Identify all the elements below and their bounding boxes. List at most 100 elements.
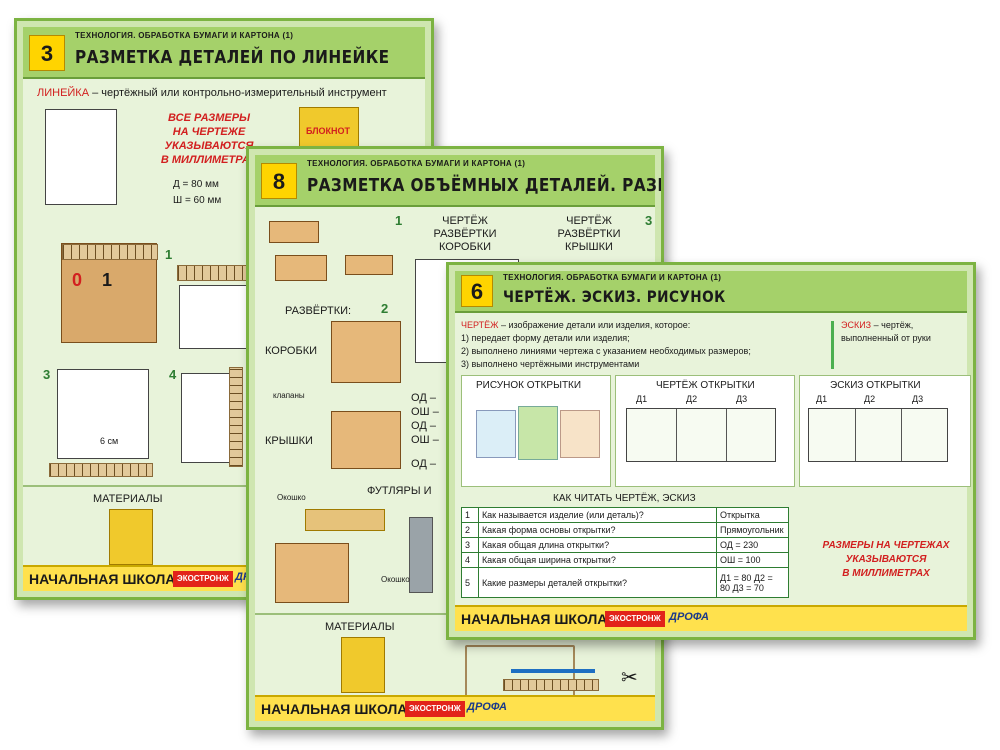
step-number: 2: [381, 301, 389, 316]
dimension-item: ОШ –: [411, 406, 439, 418]
dimension-item: ОД –: [411, 420, 436, 432]
folds-label: клапаны: [273, 391, 305, 400]
subject-mark: (1): [710, 273, 722, 282]
rule-line: УКАЗЫВАЮТСЯ: [164, 140, 254, 152]
dimension-width: Ш = 60 мм: [173, 195, 222, 206]
case-unfolding: [275, 543, 349, 603]
poster-subject: ТЕХНОЛОГИЯ. ОБРАБОТКА БУМАГИ И КАРТОНА (…: [503, 273, 721, 282]
rule-line: ВСЕ РАЗМЕРЫ: [167, 112, 251, 124]
table-row: 4 Какая общая ширина открытки? ОШ = 100: [461, 552, 789, 568]
heading-line: РАЗВЁРТКИ: [557, 228, 621, 240]
step-number: 1: [165, 247, 173, 262]
table-row: 3 Какая общая длина открытки? ОД = 230: [461, 537, 789, 553]
materials-label: МАТЕРИАЛЫ: [93, 493, 163, 505]
package-illustration: [409, 517, 433, 593]
poster-3-header: 3 ТЕХНОЛОГИЯ. ОБРАБОТКА БУМАГИ И КАРТОНА…: [23, 27, 425, 79]
poster-number: 6: [461, 275, 493, 307]
definition-item: 2) выполнено линиями чертежа с указанием…: [461, 346, 751, 356]
divider: [23, 485, 425, 487]
poster-title: ЧЕРТЁЖ. ЭСКИЗ. РИСУНОК: [503, 287, 726, 306]
lid-illustration: [345, 255, 393, 275]
materials-label: МАТЕРИАЛЫ: [325, 621, 395, 633]
poster-subject: ТЕХНОЛОГИЯ. ОБРАБОТКА БУМАГИ И КАРТОНА (…: [307, 159, 525, 168]
ruler-digit-zero: 0: [72, 270, 83, 290]
divider: [831, 321, 834, 369]
bear-card-illustration: [518, 406, 558, 460]
definition-line: ЧЕРТЁЖ – изображение детали или изделия,…: [461, 319, 751, 332]
row-number: 1: [461, 507, 479, 523]
rule-line: В МИЛЛИМЕТРАХ: [842, 568, 930, 579]
row-question: Какая форма основы открытки?: [477, 522, 718, 538]
table-row: 2 Какая форма основы открытки? Прямоугол…: [461, 522, 789, 538]
squirrel-card-illustration: [560, 410, 600, 458]
panel-title: ЭСКИЗ ОТКРЫТКИ: [830, 380, 921, 391]
ruler-vertical: [229, 367, 243, 467]
cases-label: ФУТЛЯРЫ И: [367, 485, 432, 497]
row-question: Какая общая длина открытки?: [477, 537, 718, 553]
window-label: Окошко: [277, 493, 306, 502]
box-drawing-title: ЧЕРТЁЖ РАЗВЁРТКИ КОРОБКИ: [417, 215, 513, 254]
part-label: Д3: [736, 394, 748, 404]
footer-publisher-logo: ДРОФА: [467, 701, 507, 713]
poster-6-body: 6 ТЕХНОЛОГИЯ. ОБРАБОТКА БУМАГИ И КАРТОНА…: [455, 271, 971, 631]
row-answer: ОД = 230: [716, 537, 789, 553]
definition-term: ЧЕРТЁЖ: [461, 320, 499, 330]
heading-line: КОРОБКИ: [438, 241, 492, 253]
lid-drawing-title: ЧЕРТЁЖ РАЗВЁРТКИ КРЫШКИ: [541, 215, 637, 254]
footer-brand-logo: ЭКОСТРОНЖ: [173, 571, 233, 587]
materials-cardboard-pack: [341, 637, 385, 693]
poster-6-footer: НАЧАЛЬНАЯ ШКОЛА ЭКОСТРОНЖ ДРОФА: [455, 605, 967, 631]
scissors-icon: ✂: [621, 667, 638, 689]
poster-3-body: 3 ТЕХНОЛОГИЯ. ОБРАБОТКА БУМАГИ И КАРТОНА…: [23, 27, 425, 591]
penguin-card-illustration: [476, 410, 516, 458]
poster-title: РАЗМЕТКА ДЕТАЛЕЙ ПО ЛИНЕЙКЕ: [75, 47, 390, 68]
paper-sheet-drawing: [45, 109, 117, 205]
dimension-item: ОШ –: [411, 434, 439, 446]
footer-publisher-logo: ДРОФА: [669, 611, 709, 623]
row-number: 5: [461, 567, 479, 598]
row-answer: Открытка: [716, 507, 789, 523]
poster-subject: ТЕХНОЛОГИЯ. ОБРАБОТКА БУМАГИ И КАРТОНА (…: [75, 31, 293, 40]
subject-mark: (1): [282, 31, 294, 40]
definition-text: – изображение детали или изделия, которо…: [500, 320, 691, 330]
part-label: Д3: [912, 394, 924, 404]
drawing-definition: ЧЕРТЁЖ – изображение детали или изделия,…: [461, 319, 751, 371]
step3-measure: 6 см: [100, 436, 119, 446]
definition-text: – чертёжный или контрольно-измерительный…: [92, 87, 387, 99]
pencil-illustration: [511, 669, 595, 673]
definition-term: ЛИНЕЙКА: [37, 87, 90, 99]
subject-text: ТЕХНОЛОГИЯ. ОБРАБОТКА БУМАГИ И КАРТОНА: [503, 273, 709, 282]
heading-line: КРЫШКИ: [565, 241, 613, 253]
poster-title: РАЗМЕТКА ОБЪЁМНЫХ ДЕТАЛЕЙ. РАЗВЁРТКА: [307, 175, 661, 196]
poster-8-footer: НАЧАЛЬНАЯ ШКОЛА ЭКОСТРОНЖ ДРОФА: [255, 695, 655, 721]
sketch-text: – чертёж,: [873, 320, 914, 330]
ruler-illustration: [49, 463, 153, 477]
subject-text: ТЕХНОЛОГИЯ. ОБРАБОТКА БУМАГИ И КАРТОНА: [75, 31, 281, 40]
dimension-item: ОД –: [411, 458, 436, 470]
part-label: Д1: [636, 394, 648, 404]
dimension-list: ОД – ОШ – ОД – ОШ – ОД –: [411, 391, 439, 471]
rule-line: В МИЛЛИМЕТРАХ: [160, 154, 258, 166]
dimension-item: ОД –: [411, 392, 436, 404]
ruler-digit-one: 1: [102, 270, 113, 290]
dimension-length: Д = 80 мм: [173, 179, 219, 190]
heading-line: ЧЕРТЁЖ: [442, 215, 488, 227]
card-draft-drawing: [626, 408, 776, 462]
poster-6: 6 ТЕХНОЛОГИЯ. ОБРАБОТКА БУМАГИ И КАРТОНА…: [446, 262, 976, 640]
paper-sheet-step3: 6 см: [57, 369, 149, 459]
poster-number: 3: [29, 35, 65, 71]
poster-8-header: 8 ТЕХНОЛОГИЯ. ОБРАБОТКА БУМАГИ И КАРТОНА…: [255, 155, 661, 207]
lid-unfolding-template: [331, 411, 401, 469]
panel-title: РИСУНОК ОТКРЫТКИ: [476, 380, 582, 391]
part-label: Д2: [864, 394, 876, 404]
sketch-definition: ЭСКИЗ – чертёж, выполненный от руки: [841, 319, 931, 345]
ruler-closeup: 0 1: [61, 243, 158, 343]
part-label: Д2: [686, 394, 698, 404]
sketch-text: выполненный от руки: [841, 333, 931, 343]
card-draft-panel: ЧЕРТЁЖ ОТКРЫТКИ Д1 Д2 Д3: [615, 375, 795, 487]
row-answer: ОШ = 100: [716, 552, 789, 568]
subject-text: ТЕХНОЛОГИЯ. ОБРАБОТКА БУМАГИ И КАРТОНА: [307, 159, 513, 168]
poster-3: 3 ТЕХНОЛОГИЯ. ОБРАБОТКА БУМАГИ И КАРТОНА…: [14, 18, 434, 600]
row-answer: Д1 = 80 Д2 = 80 Д3 = 70: [716, 567, 789, 598]
box-lid-illustration: [269, 221, 319, 243]
